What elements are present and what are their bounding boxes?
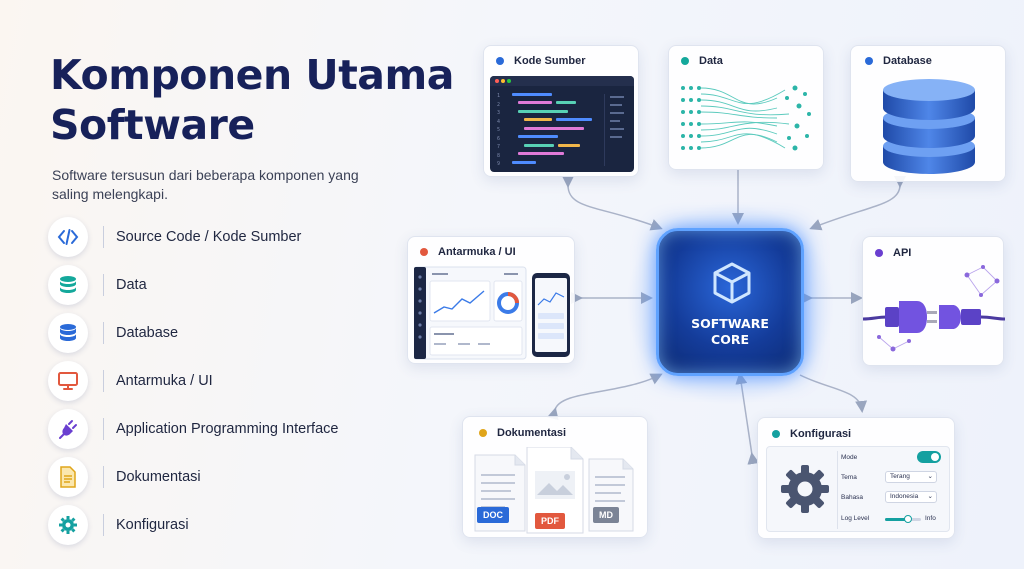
card-dot <box>479 429 487 437</box>
card-dot <box>772 430 780 438</box>
bahasa-select[interactable]: Indonesia ⌄ <box>885 491 937 503</box>
list-item-source-code: Source Code / Kode Sumber <box>48 216 378 258</box>
list-label: Application Programming Interface <box>116 421 339 437</box>
log-level-slider[interactable] <box>885 515 921 523</box>
chevron-down-icon: ⌄ <box>927 473 933 480</box>
list-item-ui: Antarmuka / UI <box>48 360 378 402</box>
config-tema-label: Tema <box>841 474 857 481</box>
card-dot <box>875 249 883 257</box>
card-database: Database <box>850 45 1006 182</box>
list-label: Data <box>116 277 147 293</box>
card-dot <box>496 57 504 65</box>
separator <box>103 370 104 392</box>
tema-select[interactable]: Terang ⌄ <box>885 471 937 483</box>
separator <box>103 466 104 488</box>
card-title: Antarmuka / UI <box>438 246 516 258</box>
file-badge-md: MD <box>593 507 619 523</box>
arrow-konfigurasi <box>735 372 760 465</box>
card-dot <box>681 57 689 65</box>
documents-graphic <box>474 447 634 534</box>
file-badge-pdf: PDF <box>535 513 565 529</box>
data-stack-icon <box>48 265 88 305</box>
card-api: API <box>862 236 1005 366</box>
config-mode-label: Mode <box>841 454 858 461</box>
database-icon <box>48 313 88 353</box>
list-label: Dokumentasi <box>116 469 201 485</box>
page-title: Komponen Utama Software <box>50 51 454 149</box>
card-title: Dokumentasi <box>497 427 567 439</box>
card-dokumentasi: Dokumentasi DOC PDF MD <box>462 416 648 538</box>
data-flow-graphic <box>681 85 811 151</box>
list-label: Antarmuka / UI <box>116 373 213 389</box>
page-subtitle: Software tersusun dari beberapa komponen… <box>52 167 359 202</box>
list-label: Konfigurasi <box>116 517 189 533</box>
list-label: Source Code / Kode Sumber <box>116 229 302 245</box>
gear-graphic-icon <box>781 465 829 513</box>
config-panel: Mode Tema Terang ⌄ Bahasa Indonesia ⌄ Lo… <box>766 446 950 532</box>
list-item-konfigurasi: Konfigurasi <box>48 504 378 546</box>
list-item-dokumentasi: Dokumentasi <box>48 456 378 498</box>
card-antarmuka-ui: Antarmuka / UI <box>407 236 575 364</box>
card-title: Kode Sumber <box>514 55 586 67</box>
card-title: Konfigurasi <box>790 428 852 440</box>
card-konfigurasi: Konfigurasi Mode Tema Terang ⌄ Bahasa In… <box>757 417 955 539</box>
code-lines-graphic <box>512 93 624 166</box>
cube-icon <box>713 262 751 304</box>
arrow-database <box>809 175 907 231</box>
list-item-database: Database <box>48 312 378 354</box>
monitor-icon <box>48 361 88 401</box>
arrow-konfigurasi-2 <box>799 374 868 413</box>
list-label: Database <box>116 325 179 341</box>
document-icon <box>48 457 88 497</box>
mode-toggle[interactable] <box>917 451 941 463</box>
config-bahasa-label: Bahasa <box>841 494 864 501</box>
core-label: SOFTWARE CORE <box>691 316 769 347</box>
log-level-value: Info <box>925 515 936 522</box>
separator <box>103 514 104 536</box>
code-icon <box>48 217 88 257</box>
arrow-kode <box>561 175 663 231</box>
arrow-dokumentasi <box>546 373 663 421</box>
separator <box>103 226 104 248</box>
card-dot <box>420 248 428 256</box>
separator <box>103 418 104 440</box>
software-core: SOFTWARE CORE <box>656 228 804 376</box>
list-item-data: Data <box>48 264 378 306</box>
separator <box>103 274 104 296</box>
card-dot <box>865 57 873 65</box>
card-title: API <box>893 247 912 259</box>
config-log-label: Log Level <box>841 515 870 522</box>
gear-icon <box>48 505 88 545</box>
file-badge-doc: DOC <box>477 507 509 523</box>
plug-graphic <box>863 265 1005 352</box>
card-title: Data <box>699 55 723 67</box>
card-title: Database <box>883 55 932 67</box>
list-item-api: Application Programming Interface <box>48 408 378 450</box>
separator <box>103 322 104 344</box>
plug-icon <box>48 409 88 449</box>
database-graphic <box>883 79 975 174</box>
chevron-down-icon: ⌄ <box>927 493 933 500</box>
card-data: Data <box>668 45 824 170</box>
ui-mockup-graphic <box>414 266 570 360</box>
